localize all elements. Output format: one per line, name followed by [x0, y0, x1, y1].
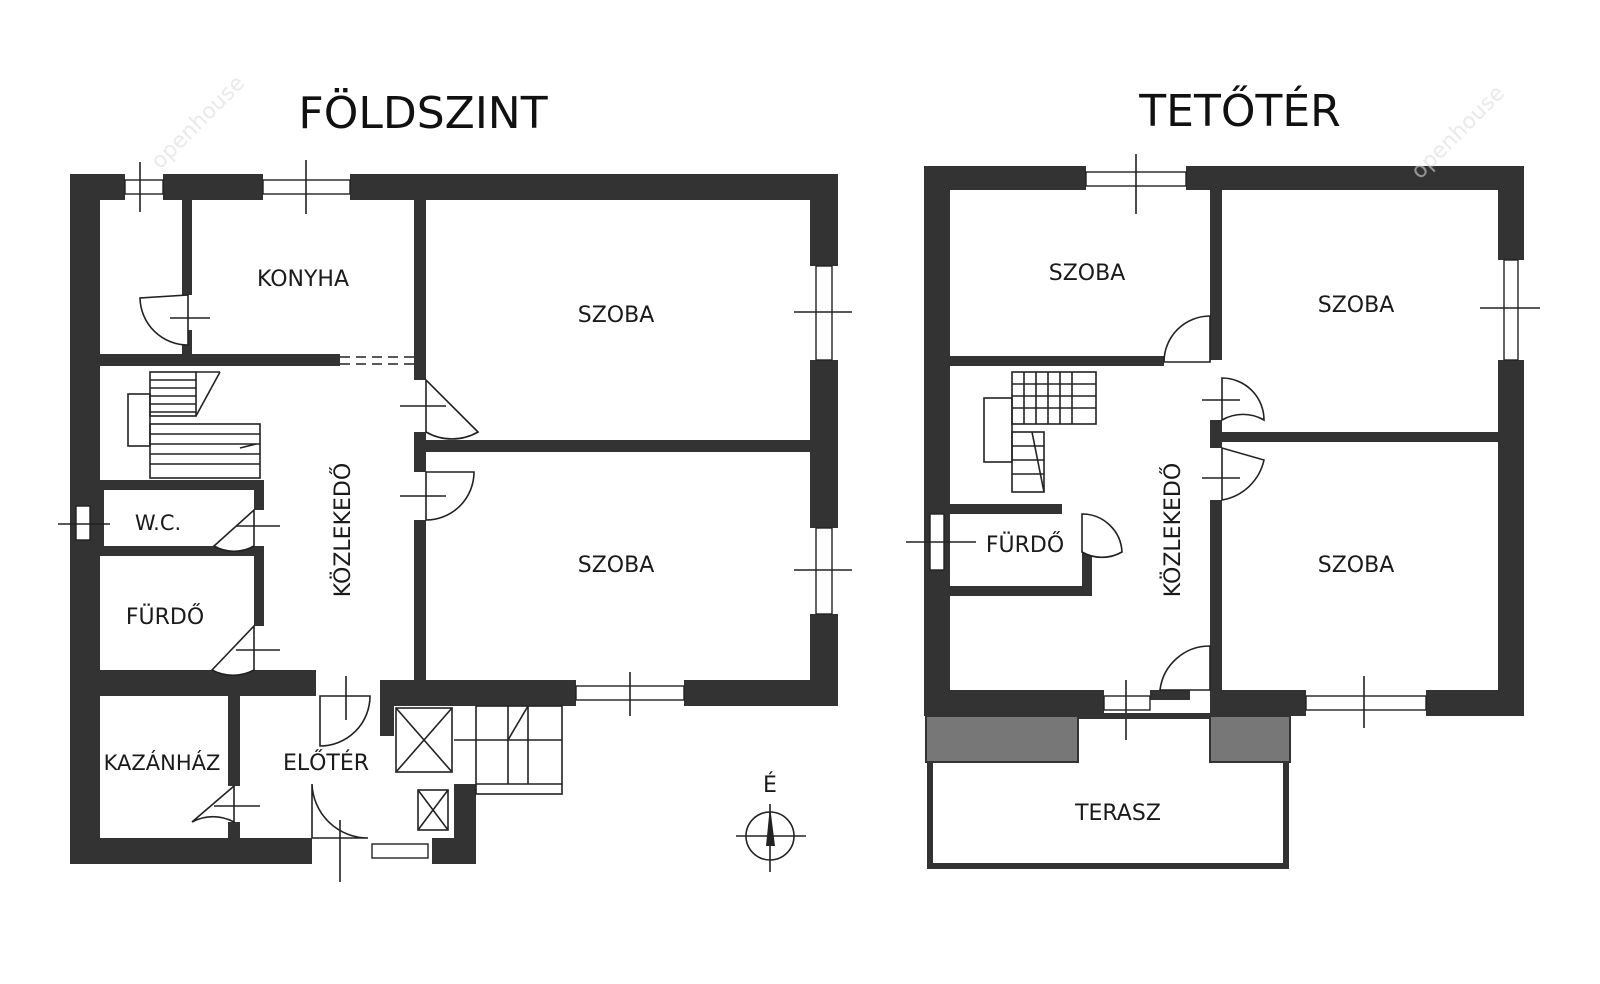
- attic-wall: [924, 166, 950, 716]
- ground-floor-plan: KONYHA SZOBA SZOBA W.C. FÜRDŐ KÖZLEKEDŐ …: [58, 160, 852, 882]
- attic-wall: [950, 504, 1062, 514]
- ground-wall: [380, 680, 576, 706]
- ground-wall: [100, 546, 264, 556]
- terrace-hatch-left: [925, 715, 1079, 763]
- attic-wall: [1150, 690, 1190, 700]
- door-swing: [212, 508, 255, 553]
- ground-wall: [182, 200, 192, 295]
- attic-wall: [1498, 166, 1524, 260]
- door-swing: [1081, 513, 1123, 559]
- door-swing: [210, 624, 255, 677]
- ground-wall: [254, 490, 264, 510]
- window: [371, 843, 429, 859]
- room-label-konyha: KONYHA: [257, 267, 349, 292]
- door-swing: [1221, 377, 1265, 422]
- window: [1103, 695, 1151, 711]
- attic-wall: [1210, 500, 1222, 690]
- watermark-text: openhouse: [147, 71, 250, 174]
- door-swing: [425, 471, 475, 521]
- attic-floor-title: TETŐTÉR: [1138, 84, 1340, 137]
- window: [75, 505, 91, 541]
- compass-north-label: É: [763, 772, 777, 798]
- window: [1305, 695, 1427, 711]
- ground-wall: [254, 556, 264, 626]
- ground-wall: [163, 174, 263, 200]
- north-compass: É: [736, 772, 806, 872]
- attic-wall: [1082, 552, 1092, 596]
- window: [124, 179, 164, 195]
- staircase: [983, 371, 1097, 493]
- ground-wall: [414, 432, 426, 472]
- room-label-attic-szoba-2: SZOBA: [1318, 293, 1395, 318]
- room-label-kozlekedo: KÖZLEKEDŐ: [330, 463, 356, 597]
- door-swing: [191, 784, 235, 824]
- terrace: [925, 713, 1291, 869]
- door-swing: [319, 695, 371, 747]
- ground-wall: [350, 174, 836, 200]
- window: [1503, 259, 1519, 361]
- door-swing: [1163, 315, 1211, 363]
- door-swing: [1159, 645, 1211, 691]
- door-swing: [425, 378, 480, 440]
- ground-wall: [100, 670, 316, 696]
- ground-wall: [810, 174, 838, 266]
- room-label-kazanhaz: KAZÁNHÁZ: [104, 750, 221, 775]
- ground-wall: [70, 838, 312, 864]
- attic-wall: [1222, 432, 1498, 442]
- ground-floor-title: FÖLDSZINT: [298, 87, 547, 139]
- window: [815, 527, 833, 615]
- ground-wall: [100, 354, 340, 366]
- attic-wall: [950, 586, 1092, 596]
- window: [815, 265, 833, 361]
- compass-arrow: [766, 806, 775, 846]
- entrance-steps: [395, 705, 563, 831]
- ground-wall: [414, 200, 426, 380]
- attic-wall: [1210, 420, 1222, 448]
- ground-wall: [94, 490, 104, 546]
- ground-wall: [70, 174, 125, 200]
- staircase: [127, 371, 261, 479]
- ground-wall: [414, 520, 426, 700]
- attic-floor-plan: SZOBA SZOBA SZOBA FÜRDŐ KÖZLEKEDŐ TERASZ: [906, 154, 1540, 869]
- room-label-attic-furdo: FÜRDŐ: [986, 532, 1064, 558]
- attic-wall: [1210, 690, 1306, 716]
- room-label-szoba-1: SZOBA: [578, 303, 655, 328]
- ground-wall: [684, 680, 838, 706]
- room-label-attic-szoba-3: SZOBA: [1318, 553, 1395, 578]
- ground-wall: [228, 822, 240, 838]
- ground-wall: [380, 696, 394, 736]
- ground-wall: [810, 360, 838, 528]
- door-swing: [139, 294, 189, 346]
- ground-wall: [228, 696, 240, 786]
- attic-wall: [924, 690, 1104, 716]
- room-label-furdo: FÜRDŐ: [126, 604, 204, 630]
- ground-wall: [100, 480, 264, 490]
- room-label-szoba-2: SZOBA: [578, 553, 655, 578]
- terrace-outline: [927, 713, 1289, 869]
- terrace-hatch-right: [1209, 715, 1291, 763]
- attic-wall: [1186, 166, 1524, 190]
- ground-wall: [454, 784, 476, 864]
- door-swing: [311, 783, 369, 839]
- room-label-attic-szoba-1: SZOBA: [1049, 261, 1126, 286]
- attic-wall: [1210, 650, 1220, 690]
- attic-wall: [950, 356, 1164, 366]
- room-label-attic-kozlekedo: KÖZLEKEDŐ: [1160, 463, 1186, 597]
- room-label-eloter: ELŐTÉR: [283, 750, 369, 776]
- ground-wall: [426, 440, 810, 452]
- room-label-wc: W.C.: [135, 511, 181, 535]
- attic-wall: [1498, 360, 1524, 716]
- room-label-terasz: TERASZ: [1074, 801, 1161, 826]
- attic-wall: [1426, 690, 1524, 716]
- attic-wall: [1210, 190, 1222, 360]
- door-swing: [1221, 446, 1265, 501]
- attic-wall: [924, 166, 1086, 190]
